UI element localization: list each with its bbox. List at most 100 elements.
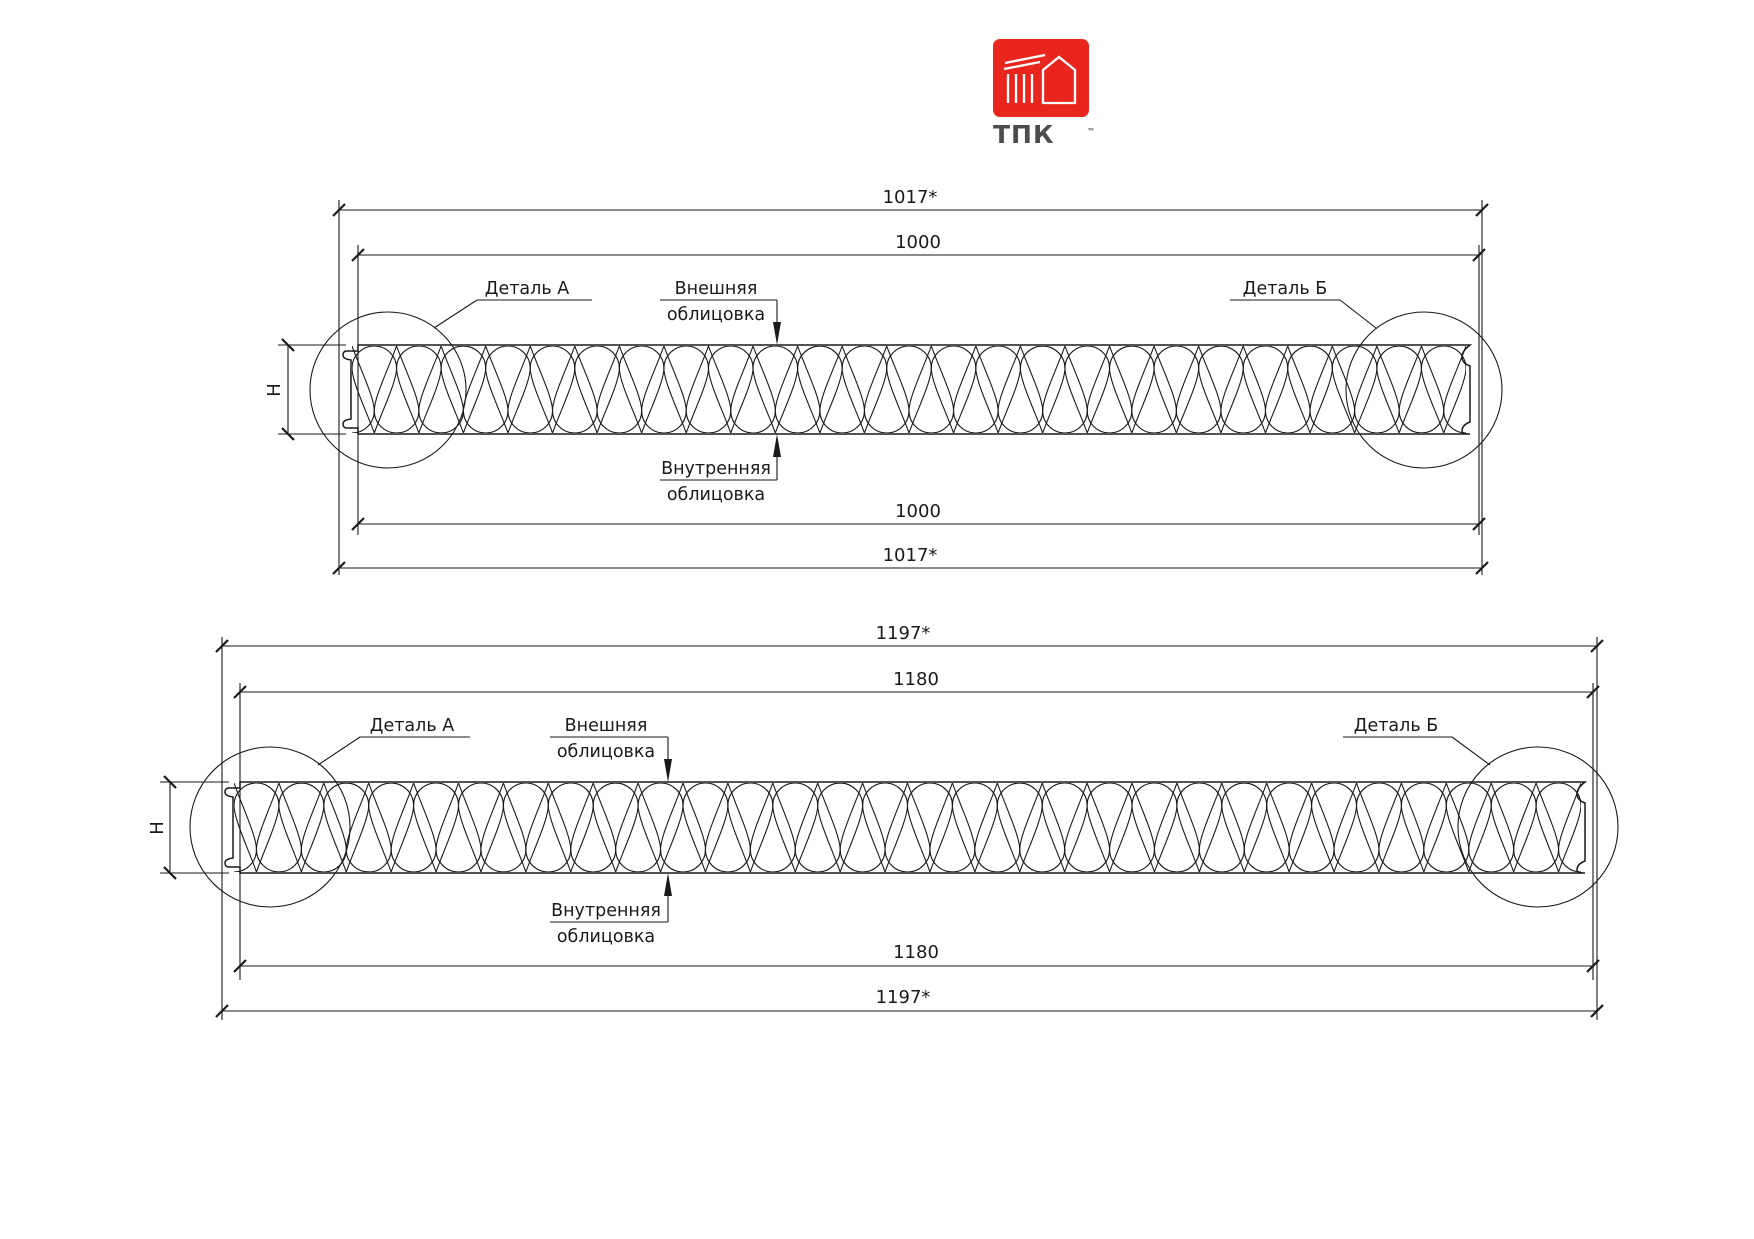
dimension-label: 1180: [893, 942, 939, 963]
dimension-bottom-working: 1180: [233, 942, 1600, 973]
insulation-fiber-loop: [794, 783, 841, 872]
insulation-fiber-loop: [1398, 346, 1445, 433]
insulation-fiber-loop: [435, 783, 482, 872]
panel-1-drawing: 1017* 1000 1000 1017* Н: [264, 187, 1503, 575]
dimension-label: 1197*: [876, 987, 931, 1008]
panel-insulation: [234, 783, 1581, 872]
insulation-fiber-loop: [1131, 346, 1177, 433]
inner-facing-label-line1: Внутренняя: [661, 459, 771, 479]
insulation-fiber-loop: [368, 783, 415, 872]
insulation-fiber-loop: [255, 783, 302, 872]
insulation-fiber-loop: [525, 783, 572, 872]
panel-profile: [224, 781, 1588, 874]
dimension-top-working: 1000: [351, 232, 1486, 262]
detail-a-circle: [309, 311, 467, 469]
insulation-fiber-loop: [707, 346, 754, 433]
insulation-fiber-loop: [1198, 783, 1245, 872]
detail-a-label: Деталь А: [370, 716, 454, 736]
insulation-fiber-loop: [659, 783, 707, 872]
dimension-height: Н: [264, 338, 346, 441]
inner-facing-label-line1: Внутренняя: [551, 901, 661, 921]
dimension-height: Н: [147, 775, 229, 880]
detail-a-callout: Деталь А: [433, 279, 592, 329]
insulation-fiber-loop: [908, 346, 955, 433]
insulation-fiber-loop: [774, 346, 821, 433]
insulation-fiber-loop: [596, 346, 643, 433]
insulation-fiber-loop: [551, 346, 598, 433]
dimension-label: 1000: [895, 232, 941, 253]
outer-facing-label-line2: облицовка: [557, 742, 655, 762]
insulation-fiber-loop: [1153, 783, 1200, 872]
insulation-fiber-loop: [1264, 346, 1311, 433]
insulation-fiber-loop: [234, 783, 280, 872]
insulation-fiber-loop: [1288, 783, 1335, 872]
insulation-fiber-loop: [323, 783, 370, 872]
dimension-label: Н: [264, 383, 285, 397]
insulation-fiber-loop: [1513, 783, 1560, 872]
dimension-bottom-total: 1017*: [332, 545, 1489, 575]
insulation-fiber-loop: [975, 346, 1021, 433]
insulation-fiber-loop: [1221, 783, 1268, 872]
detail-b-circle: [1345, 311, 1503, 469]
insulation-fiber-loop: [819, 346, 865, 433]
insulation-fiber-loop: [730, 346, 776, 433]
insulation-fiber-loop: [592, 783, 639, 872]
company-logo: ТПК ™: [993, 39, 1095, 149]
insulation-fiber-loop: [373, 346, 420, 433]
insulation-fiber-loop: [462, 346, 509, 433]
insulation-fiber-loop: [1242, 346, 1289, 433]
insulation-fiber-loop: [1468, 783, 1515, 872]
insulation-fiber-loop: [886, 346, 932, 433]
insulation-fiber-loop: [1243, 783, 1290, 872]
insulation-fiber-loop: [345, 783, 392, 872]
detail-b-callout: Деталь Б: [1230, 279, 1377, 329]
insulation-fiber-loop: [1535, 783, 1581, 872]
insulation-fiber-loop: [1108, 346, 1155, 433]
insulation-fiber-loop: [574, 346, 620, 433]
insulation-fiber-loop: [1287, 346, 1333, 433]
insulation-fiber-loop: [685, 346, 732, 433]
panel-2-drawing: 1197* 1180 1180 1197* Н: [147, 623, 1619, 1020]
dimension-label: 1197*: [876, 623, 931, 644]
detail-b-circle: [1457, 746, 1619, 908]
panel-insulation: [352, 346, 1466, 433]
insulation-fiber-loop: [1175, 346, 1222, 433]
insulation-fiber-loop: [1064, 783, 1111, 872]
detail-a-label: Деталь А: [485, 279, 569, 299]
dimension-label: Н: [147, 821, 168, 835]
insulation-fiber-loop: [749, 783, 796, 872]
panel-profile: [342, 344, 1473, 435]
detail-b-label: Деталь Б: [1243, 279, 1327, 299]
outer-facing-label-line1: Внешняя: [675, 279, 758, 299]
logo-wordmark: ТПК: [993, 120, 1054, 149]
insulation-fiber-loop: [682, 783, 729, 872]
insulation-fiber-loop: [352, 346, 375, 433]
insulation-fiber-loop: [1309, 346, 1356, 433]
insulation-fiber-loop: [996, 783, 1043, 872]
insulation-fiber-loop: [1019, 346, 1066, 433]
outer-facing-label-line1: Внешняя: [565, 716, 648, 736]
insulation-fiber-loop: [951, 783, 998, 872]
insulation-fiber-loop: [839, 783, 886, 872]
insulation-fiber-loop: [1376, 346, 1422, 433]
insulation-fiber-loop: [1042, 346, 1088, 433]
insulation-fiber-loop: [1354, 346, 1400, 433]
insulation-fiber-loop: [1423, 783, 1470, 872]
insulation-fiber-loop: [1086, 346, 1133, 433]
insulation-fiber-loop: [440, 346, 487, 433]
insulation-fiber-loop: [547, 783, 594, 872]
insulation-fiber-loop: [817, 783, 864, 872]
insulation-fiber-loop: [641, 346, 687, 433]
insulation-fiber-loop: [570, 783, 617, 872]
dimension-label: 1180: [893, 669, 939, 690]
inner-facing-callout: Внутренняя облицовка: [660, 434, 781, 505]
dimension-top-working: 1180: [233, 669, 1600, 699]
insulation-fiber-loop: [1355, 783, 1402, 872]
insulation-fiber-loop: [480, 783, 527, 872]
insulation-fiber-loop: [884, 783, 931, 872]
detail-a-callout: Деталь А: [317, 716, 470, 766]
insulation-fiber-loop: [1557, 783, 1581, 872]
insulation-fiber-loop: [1400, 783, 1447, 872]
insulation-fiber-loop: [1331, 346, 1378, 433]
